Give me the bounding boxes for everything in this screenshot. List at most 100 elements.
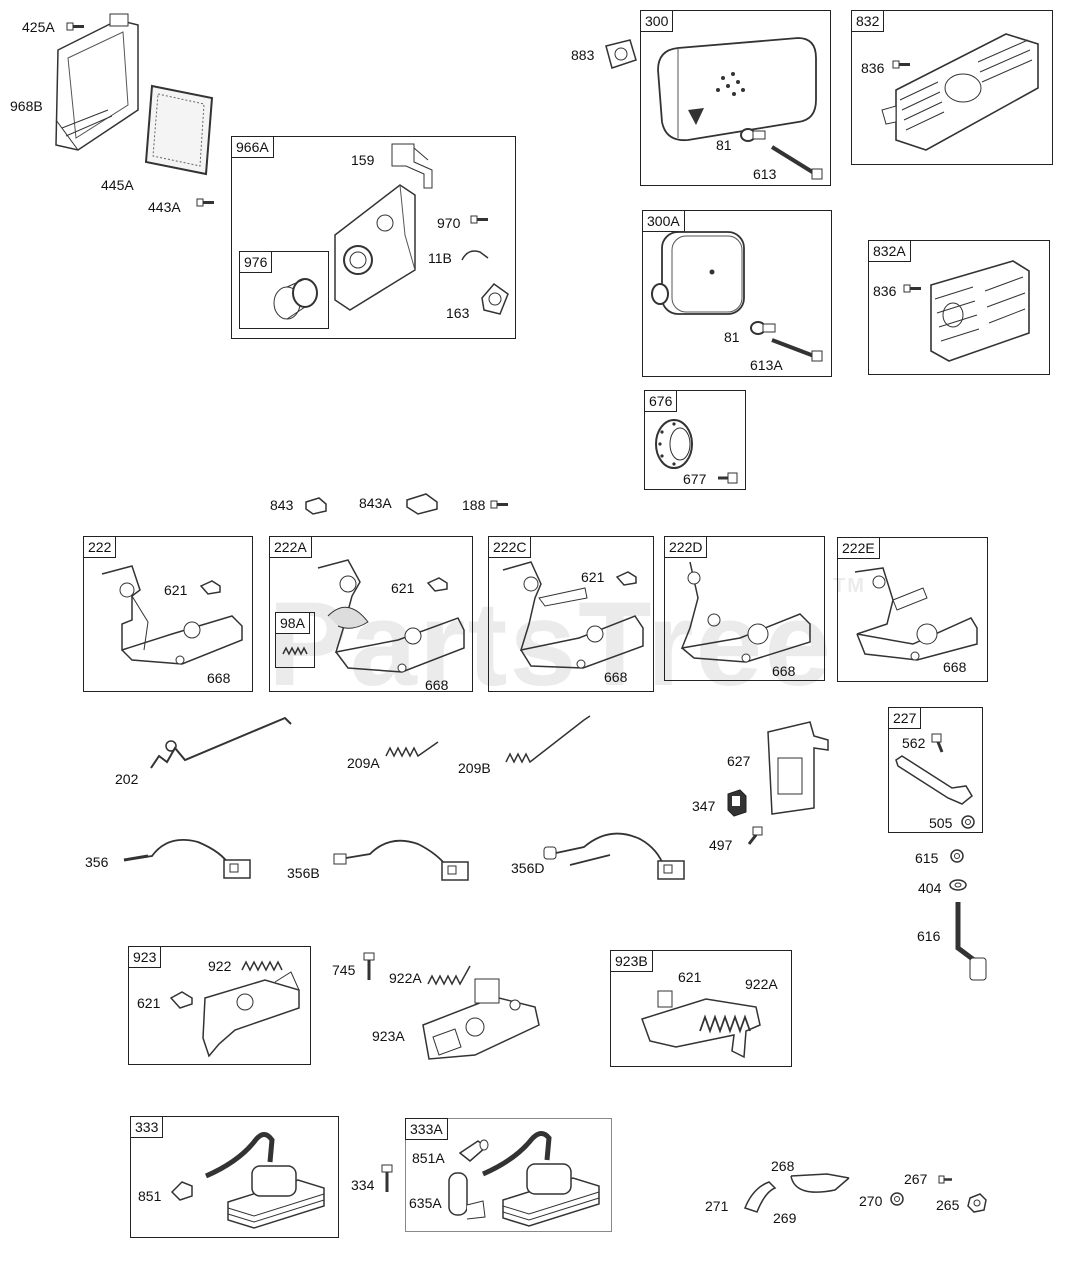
part-label[interactable]: 621 [137, 995, 161, 1011]
part-label[interactable]: 443A [148, 199, 181, 215]
part-label[interactable]: 922 [208, 958, 232, 974]
part-label[interactable]: 922A [389, 970, 422, 986]
governor-bracket-icon[interactable] [636, 985, 781, 1061]
group-222E[interactable]: 222E [837, 537, 988, 682]
part-label[interactable]: 621 [391, 580, 415, 596]
spring-icon[interactable] [382, 738, 444, 768]
air-cleaner-base-icon[interactable] [48, 10, 143, 160]
part-label[interactable]: 616 [917, 928, 941, 944]
part-label[interactable]: 356B [287, 865, 320, 881]
part-label[interactable]: 627 [727, 753, 751, 769]
plate-icon[interactable] [762, 718, 834, 818]
link-rod-icon[interactable] [145, 712, 295, 782]
part-label[interactable]: 202 [115, 771, 139, 787]
part-label[interactable]: 334 [351, 1177, 375, 1193]
block-icon[interactable] [404, 492, 440, 516]
part-label[interactable]: 497 [709, 837, 733, 853]
governor-bracket-icon[interactable] [195, 968, 307, 1060]
washer-icon[interactable] [948, 878, 968, 892]
part-label[interactable]: 613A [750, 357, 783, 373]
control-bracket-icon[interactable] [92, 560, 247, 670]
group-222[interactable]: 222 [83, 536, 253, 692]
part-label[interactable]: 923A [372, 1028, 405, 1044]
part-label[interactable]: 970 [437, 215, 461, 231]
clip-icon[interactable] [168, 988, 196, 1010]
spark-plug-icon[interactable] [443, 1165, 489, 1227]
part-label[interactable]: 268 [771, 1158, 795, 1174]
clip-icon[interactable] [198, 578, 224, 596]
group-222C[interactable]: 222C [488, 536, 654, 692]
part-label[interactable]: 209B [458, 760, 491, 776]
screw-icon[interactable] [903, 282, 923, 296]
ignition-wire-icon[interactable] [540, 825, 690, 885]
boot-icon[interactable] [456, 1137, 490, 1165]
gasket-icon[interactable] [600, 36, 640, 72]
cable-icon[interactable] [735, 1168, 855, 1216]
group-300A[interactable]: 300A [642, 210, 832, 377]
part-label[interactable]: 356D [511, 860, 545, 876]
part-label[interactable]: 188 [462, 497, 486, 513]
armature-icon[interactable] [475, 1124, 610, 1230]
screw-icon[interactable] [930, 732, 950, 754]
bracket-icon[interactable] [384, 140, 439, 195]
gasket-icon[interactable] [476, 280, 512, 318]
part-label[interactable]: 745 [332, 962, 356, 978]
part-label[interactable]: 267 [904, 1171, 928, 1187]
part-label[interactable]: 404 [918, 880, 942, 896]
clip-icon[interactable] [614, 569, 640, 587]
spring-icon[interactable] [424, 962, 474, 990]
part-label[interactable]: 81 [716, 137, 732, 153]
part-label[interactable]: 163 [446, 305, 470, 321]
screw-icon[interactable] [892, 58, 912, 72]
carburetor-base-icon[interactable] [330, 175, 420, 315]
part-label[interactable]: 668 [604, 669, 628, 685]
group-98A[interactable]: 98A [275, 612, 315, 668]
spring-icon[interactable] [280, 640, 310, 662]
part-label[interactable]: 668 [772, 663, 796, 679]
group-333[interactable]: 333 [130, 1116, 339, 1238]
governor-bracket-icon[interactable] [415, 975, 550, 1065]
part-label[interactable]: 843 [270, 497, 294, 513]
part-label[interactable]: 613 [753, 166, 777, 182]
clip-icon[interactable] [458, 246, 492, 266]
part-label[interactable]: 271 [705, 1198, 729, 1214]
screw-icon[interactable] [380, 1164, 394, 1194]
ignition-wire-icon[interactable] [118, 830, 258, 882]
screw-icon[interactable] [66, 20, 86, 34]
screw-icon[interactable] [490, 498, 510, 512]
deflector-icon[interactable] [650, 416, 700, 472]
part-label[interactable]: 883 [571, 47, 595, 63]
group-966A[interactable]: 966A [231, 136, 516, 339]
switch-icon[interactable] [724, 788, 750, 818]
part-label[interactable]: 836 [873, 283, 897, 299]
part-label[interactable]: 621 [164, 582, 188, 598]
bolt-icon[interactable] [768, 336, 828, 366]
screw-icon[interactable] [470, 213, 490, 227]
block-icon[interactable] [303, 496, 329, 516]
part-label[interactable]: 425A [22, 19, 55, 35]
nut-icon[interactable] [889, 1191, 905, 1207]
control-bracket-icon[interactable] [843, 560, 983, 665]
part-label[interactable]: 668 [943, 659, 967, 675]
group-832[interactable]: 832 [851, 10, 1053, 165]
group-676[interactable]: 676 [644, 390, 746, 490]
part-label[interactable]: 505 [929, 815, 953, 831]
control-bracket-icon[interactable] [495, 558, 650, 676]
nut-icon[interactable] [960, 814, 976, 830]
shaft-icon[interactable] [948, 898, 993, 983]
screw-icon[interactable] [938, 1174, 954, 1186]
muffler-icon[interactable] [648, 30, 823, 150]
boot-icon[interactable] [168, 1178, 196, 1202]
part-label[interactable]: 270 [859, 1193, 883, 1209]
part-label[interactable]: 209A [347, 755, 380, 771]
part-label[interactable]: 615 [915, 850, 939, 866]
control-bracket-icon[interactable] [670, 558, 820, 668]
heat-shield-icon[interactable] [925, 255, 1035, 367]
part-label[interactable]: 356 [85, 854, 109, 870]
clip-icon[interactable] [425, 575, 451, 593]
group-832A[interactable]: 832A [868, 240, 1050, 375]
part-label[interactable]: 621 [678, 969, 702, 985]
spring-icon[interactable] [500, 712, 595, 772]
cap-icon[interactable] [265, 275, 325, 325]
heat-shield-icon[interactable] [878, 28, 1048, 156]
